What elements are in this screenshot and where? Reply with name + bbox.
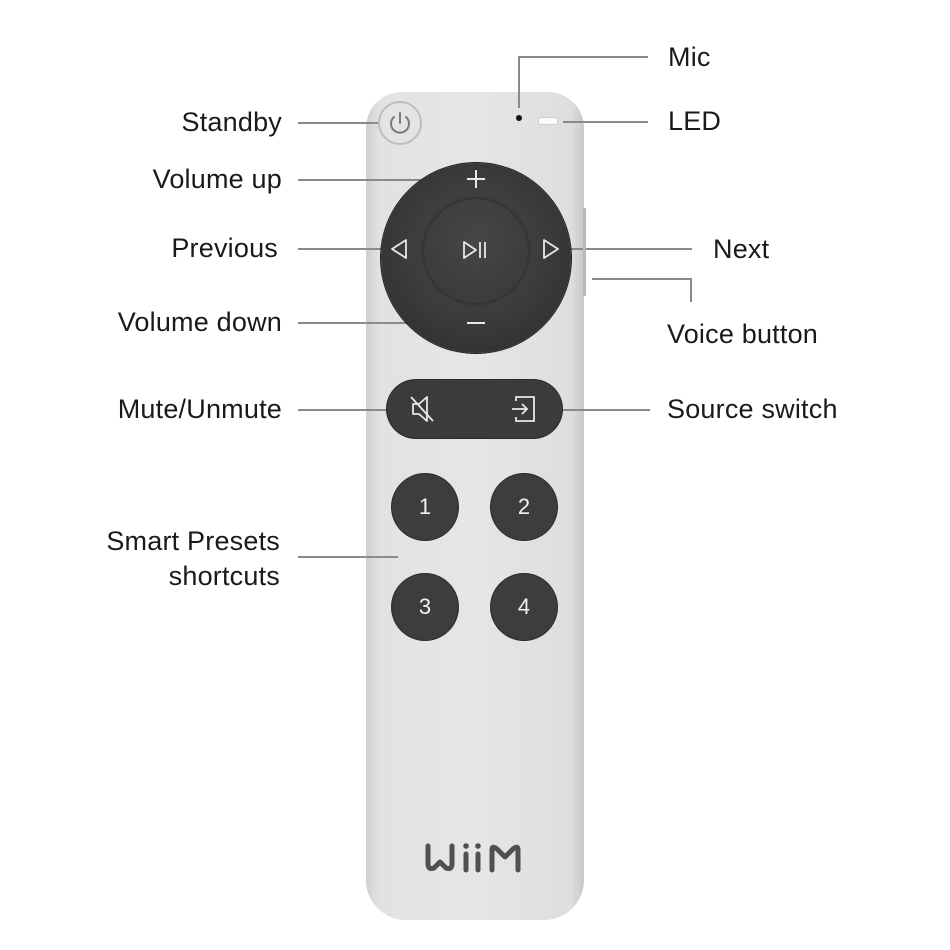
volume-down-button[interactable] (458, 310, 494, 336)
triangle-left-icon (391, 239, 407, 259)
led-indicator (538, 117, 558, 125)
mic-hole (516, 115, 522, 121)
label-mute-unmute: Mute/Unmute (117, 394, 282, 424)
voice-button[interactable] (583, 208, 586, 296)
preset-button-2[interactable]: 2 (491, 474, 557, 540)
leader-mic-vertical (518, 56, 520, 108)
leader-volume-down (298, 322, 456, 324)
label-voice-button: Voice button (667, 319, 819, 349)
label-volume-up: Volume up (152, 164, 282, 194)
label-mic: Mic (668, 42, 711, 72)
leader-voice-vertical (690, 278, 692, 302)
speaker-muted-icon (410, 396, 434, 422)
preset-button-4[interactable]: 4 (491, 574, 557, 640)
label-next: Next (713, 234, 770, 264)
leader-next (566, 248, 692, 250)
triangle-right-icon (543, 239, 559, 259)
leader-mute (298, 409, 390, 411)
source-switch-button[interactable] (506, 392, 544, 426)
leader-voice-horizontal (592, 278, 692, 280)
leader-led (563, 121, 648, 123)
preset-button-3[interactable]: 3 (392, 574, 458, 640)
leader-standby (298, 122, 378, 124)
label-led: LED (668, 106, 722, 136)
leader-mic-horizontal (518, 56, 648, 58)
volume-up-button[interactable] (458, 165, 494, 195)
leader-previous (298, 248, 384, 250)
wiim-logo (420, 838, 530, 878)
play-pause-icon (463, 241, 486, 259)
leader-volume-up (298, 179, 458, 181)
power-icon (390, 112, 410, 134)
plus-icon (467, 170, 485, 188)
label-smart-presets-line2: shortcuts (168, 561, 280, 591)
label-source-switch: Source switch (667, 394, 838, 424)
play-pause-button[interactable] (424, 199, 528, 303)
label-standby: Standby (181, 107, 282, 137)
mute-source-pill (387, 380, 562, 438)
previous-button[interactable] (386, 236, 412, 262)
standby-button[interactable] (378, 101, 422, 145)
minus-icon (467, 322, 485, 324)
leader-source (552, 409, 650, 411)
preset-button-1[interactable]: 1 (392, 474, 458, 540)
label-previous: Previous (171, 233, 278, 263)
label-smart-presets: Smart Presets (106, 526, 280, 556)
next-button[interactable] (538, 236, 564, 262)
input-arrow-icon (512, 396, 535, 422)
mute-button[interactable] (405, 392, 443, 426)
label-volume-down: Volume down (117, 307, 282, 337)
leader-presets (298, 556, 398, 558)
